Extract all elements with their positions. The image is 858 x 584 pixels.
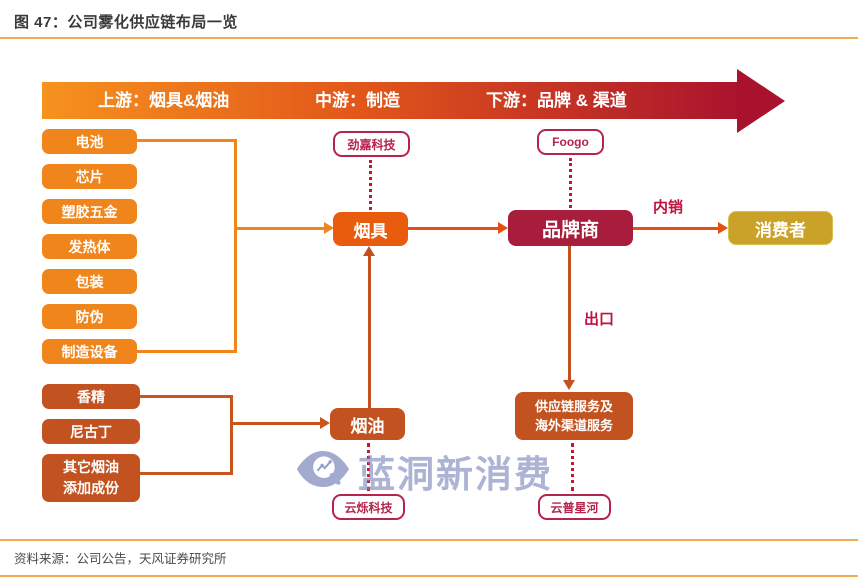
chain-banner: 上游：烟具&烟油 中游：制造 下游：品牌 & 渠道 [42,82,737,119]
supply-yunpu-dotted-link [571,443,574,491]
ingredient-fragrance: 香精 [42,384,140,409]
company-jinjia: 劲嘉科技 [333,131,410,157]
ingredient-nicotine: 尼古丁 [42,419,140,444]
node-consumer: 消费者 [728,211,833,245]
eliquid-to-device-line [368,254,371,408]
component-chip: 芯片 [42,164,137,189]
domestic-sales-label: 内销 [653,199,684,216]
foogo-brand-dotted-link [569,158,572,208]
banner-arrowhead [737,69,785,133]
component-heating-element: 发热体 [42,234,137,259]
supply-chain-service-label: 供应链服务及海外渠道服务 [534,398,613,434]
device-to-brand-line [408,227,498,230]
footer-top-rule [0,539,858,541]
node-device: 烟具 [333,212,408,246]
ingredient-other-additives: 其它烟油添加成份 [42,454,140,502]
jinjia-device-dotted-link [369,160,372,210]
bracket-upper-top-stub [137,139,237,142]
components-to-device-line [234,227,324,230]
ingredients-to-eliquid-line [230,422,320,425]
figure-title: 图 47：公司雾化供应链布局一览 [14,14,238,31]
component-equipment: 制造设备 [42,339,137,364]
node-brand-owner: 品牌商 [508,210,633,246]
export-label: 出口 [584,311,615,328]
brand-to-supply-arrowhead [563,380,575,390]
source-note: 资料来源：公司公告，天风证券研究所 [14,552,227,566]
bracket-lower-vertical [230,395,233,475]
component-anticounterfeit: 防伪 [42,304,137,329]
bracket-upper-vertical [234,139,237,353]
brand-to-consumer-arrowhead [718,222,728,234]
footer-bottom-rule [0,575,858,577]
component-plastic-hardware: 塑胶五金 [42,199,137,224]
top-rule [0,37,858,39]
eye-logo-icon [296,448,350,495]
node-supply-chain-service: 供应链服务及海外渠道服务 [515,392,633,440]
banner-downstream-label: 下游：品牌 & 渠道 [486,91,627,110]
eliquid-yunshuo-dotted-link [367,443,370,491]
ingredients-to-eliquid-arrowhead [320,417,330,429]
eliquid-to-device-arrowhead [363,246,375,256]
banner-upstream-label: 上游：烟具&烟油 [98,91,230,110]
device-to-brand-arrowhead [498,222,508,234]
component-battery: 电池 [42,129,137,154]
banner-midstream-label: 中游：制造 [315,91,400,110]
company-foogo: Foogo [537,129,604,155]
bracket-lower-top-stub [140,395,233,398]
bracket-upper-bottom-stub [137,350,237,353]
watermark-text: 蓝洞新消费 [358,454,553,495]
brand-to-consumer-line [633,227,718,230]
component-packaging: 包装 [42,269,137,294]
components-to-device-arrowhead [324,222,334,234]
company-yunshuo: 云烁科技 [332,494,405,520]
brand-to-supply-line [568,246,571,380]
watermark: 蓝洞新消费 [296,444,553,498]
company-yunpu: 云普星河 [538,494,611,520]
bracket-lower-bottom-stub [140,472,233,475]
node-eliquid: 烟油 [330,408,405,440]
ingredient-other-additives-label: 其它烟油添加成份 [63,459,119,496]
